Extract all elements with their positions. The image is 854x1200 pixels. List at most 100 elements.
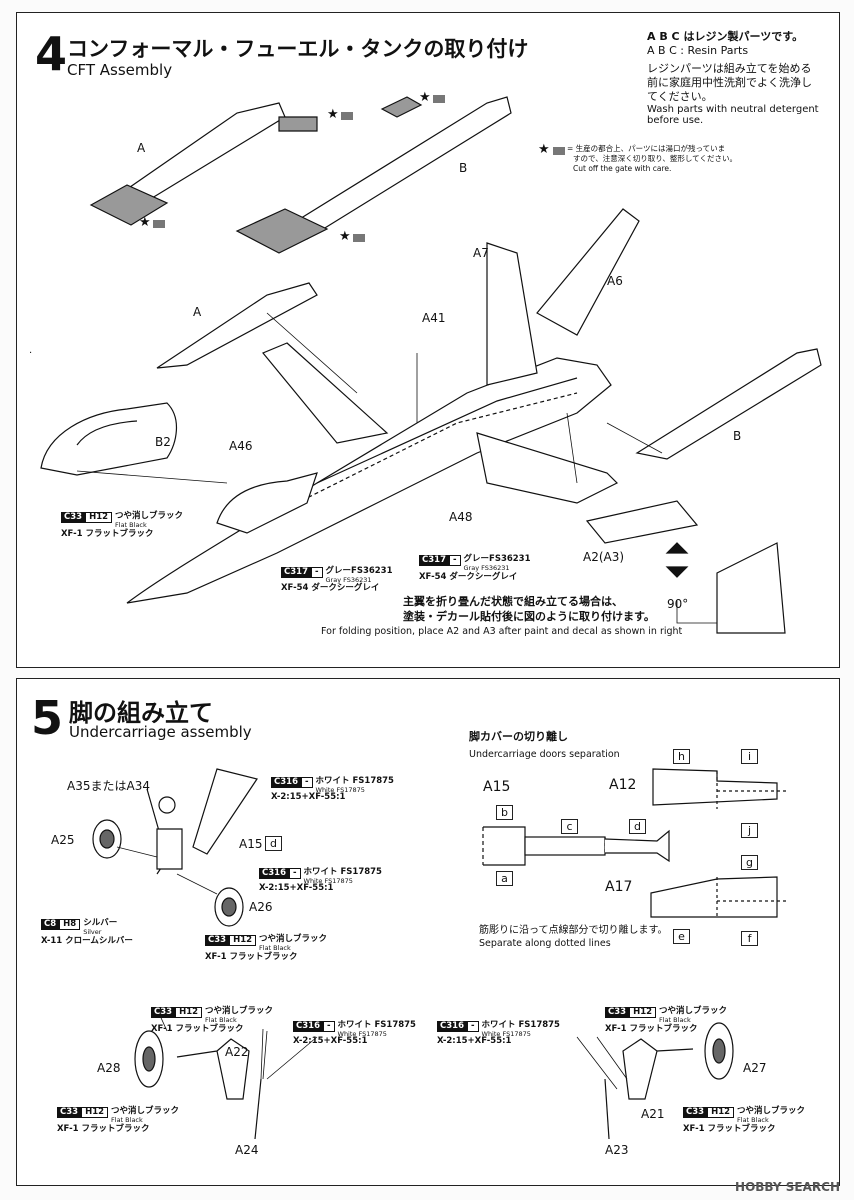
paint-code-h: - — [300, 777, 313, 788]
paint-mix: XF-1 フラットブラック — [605, 1024, 698, 1034]
paint-mix: X-2:15+XF-55:1 — [293, 1036, 368, 1046]
wash-note-en-2: before use. — [647, 115, 704, 126]
step-title-en: Undercarriage assembly — [69, 723, 252, 741]
gate-star-icon: ★ — [339, 229, 351, 244]
paint-code: C33 — [683, 1107, 708, 1118]
part-box-g: g — [741, 855, 758, 870]
paint-callout-gray-1: C317 - グレーFS36231 Gray FS36231 — [281, 567, 393, 585]
wash-note-jp-1: レジンパーツは組み立てを始める — [647, 62, 812, 75]
paint-code: C8 — [41, 919, 60, 930]
paint-name-jp: グレーFS36231 — [463, 554, 531, 564]
paint-name-en: Gray FS36231 — [463, 564, 510, 572]
paint-mix: XF-1 フラットブラック — [151, 1024, 244, 1034]
part-label-a26: A26 — [249, 900, 273, 914]
part-box-b: b — [496, 805, 513, 820]
resin-note-en: A B C : Resin Parts — [647, 44, 749, 57]
part-label-a25: A25 — [51, 833, 75, 847]
wash-note-en-1: Wash parts with neutral detergent — [647, 104, 819, 115]
gate-star-icon: ★ — [538, 142, 550, 157]
gate-note-en: Cut off the gate with care. — [573, 164, 672, 173]
paint-name-jp: ホワイト FS17875 — [315, 776, 394, 786]
part-label-a28: A28 — [97, 1061, 121, 1075]
gate-note-jp-1: = 生産の都合上、パーツには湯口が残っていま — [567, 144, 726, 153]
paint-callout-silver: C8 H8 シルバー Silver — [41, 919, 117, 937]
paint-name-jp: つや消しブラック — [737, 1106, 806, 1116]
paint-code-h: - — [466, 1021, 479, 1032]
resin-note-jp: A B C はレジン製パーツです。 — [647, 30, 804, 43]
fold-note-jp-1: 主翼を折り畳んだ状態で組み立てる場合は、 — [403, 595, 623, 608]
part-box-f: f — [741, 931, 758, 946]
paint-name-en: Silver — [83, 928, 102, 936]
paint-callout-white: C316 - ホワイト FS17875 White FS17875 — [271, 777, 394, 795]
paint-code-h: H12 — [81, 1107, 109, 1118]
part-box-d: d — [629, 819, 646, 834]
wash-note-jp-2: 前に家庭用中性洗剤でよく洗浄し — [647, 76, 812, 89]
part-label-a15-door: A15 — [483, 779, 511, 795]
paint-code: C33 — [605, 1007, 630, 1018]
paint-mix: XF-1 フラットブラック — [683, 1124, 776, 1134]
paint-name-en: Flat Black — [205, 1016, 237, 1024]
doors-title-jp: 脚カバーの切り離し — [469, 730, 568, 743]
part-label-a21: A21 — [641, 1107, 665, 1121]
paint-code-h: H12 — [629, 1007, 657, 1018]
paint-code: C33 — [57, 1107, 82, 1118]
paint-name-en: Flat Black — [111, 1116, 143, 1124]
paint-name-en: White FS17875 — [303, 877, 353, 885]
paint-name-en: White FS17875 — [481, 1030, 531, 1038]
step-number: 5 — [31, 691, 64, 745]
paint-name-jp: ホワイト FS17875 — [337, 1020, 416, 1030]
paint-mix: XF-1 フラットブラック — [61, 529, 154, 539]
step-title-en: CFT Assembly — [67, 61, 173, 79]
paint-code-h: H12 — [85, 512, 113, 523]
paint-name-jp: つや消しブラック — [111, 1106, 180, 1116]
paint-mix: X-2:15+XF-55:1 — [259, 883, 334, 893]
paint-callout-flat-black: C33 H12 つや消しブラック Flat Black — [605, 1007, 727, 1025]
paint-name-en: White FS17875 — [337, 1030, 387, 1038]
part-label-a-upper: A — [137, 141, 146, 155]
paint-mix: X-2:15+XF-55:1 — [437, 1036, 512, 1046]
part-label-b2: B2 — [155, 435, 171, 449]
part-label-a46: A46 — [229, 439, 253, 453]
paint-mix: X-11 クロームシルバー — [41, 936, 133, 946]
paint-code: C317 — [419, 555, 449, 566]
paint-code: C316 — [259, 868, 289, 879]
part-box-i: i — [741, 749, 758, 764]
paint-callout-white: C316 - ホワイト FS17875 White FS17875 — [293, 1021, 416, 1039]
paint-callout-flat-black: C33 H12 つや消しブラック Flat Black — [151, 1007, 273, 1025]
paint-callout-white: C316 - ホワイト FS17875 White FS17875 — [259, 868, 382, 886]
paint-code-h: H8 — [59, 919, 81, 930]
paint-code-h: H12 — [229, 935, 257, 946]
paint-callout-flat-black: C33 H12 つや消しブラック Flat Black — [61, 512, 183, 530]
watermark: HOBBY SEARCH — [735, 1180, 840, 1194]
paint-code: C33 — [61, 512, 86, 523]
part-label-a41: A41 — [422, 311, 446, 325]
cut-note-jp: 筋彫りに沿って点線部分で切り離します。 — [479, 925, 668, 936]
gate-star-icon: ★ — [419, 90, 431, 105]
paint-code: C316 — [437, 1021, 467, 1032]
paint-callout-flat-black: C33 H12 つや消しブラック Flat Black — [57, 1107, 179, 1125]
paint-name-en: Flat Black — [259, 944, 291, 952]
paint-name-jp: つや消しブラック — [659, 1006, 728, 1016]
part-box-h: h — [673, 749, 690, 764]
paint-callout-white: C316 - ホワイト FS17875 White FS17875 — [437, 1021, 560, 1039]
paint-name-jp: つや消しブラック — [115, 511, 184, 521]
part-box-a: a — [496, 871, 513, 886]
part-label-a17: A17 — [605, 879, 633, 895]
part-label-a27: A27 — [743, 1061, 767, 1075]
part-label-a23: A23 — [605, 1143, 629, 1157]
fold-angle: 90° — [667, 597, 689, 611]
paint-code: C33 — [151, 1007, 176, 1018]
paint-code: C316 — [293, 1021, 323, 1032]
gate-star-icon: ★ — [327, 107, 339, 122]
gate-mark-icon — [353, 234, 365, 242]
paint-callout-flat-black: C33 H12 つや消しブラック Flat Black — [205, 935, 327, 953]
part-label-a22: A22 — [225, 1045, 249, 1059]
part-box-e: e — [673, 929, 690, 944]
step-title-jp: コンフォーマル・フューエル・タンクの取り付け — [67, 37, 529, 61]
paint-name-jp: つや消しブラック — [205, 1006, 274, 1016]
part-label-a15: A15 — [239, 837, 263, 851]
paint-name-jp: ホワイト FS17875 — [481, 1020, 560, 1030]
paint-name-en: Flat Black — [115, 521, 147, 529]
paint-code: C316 — [271, 777, 301, 788]
part-label-a48: A48 — [449, 510, 473, 524]
